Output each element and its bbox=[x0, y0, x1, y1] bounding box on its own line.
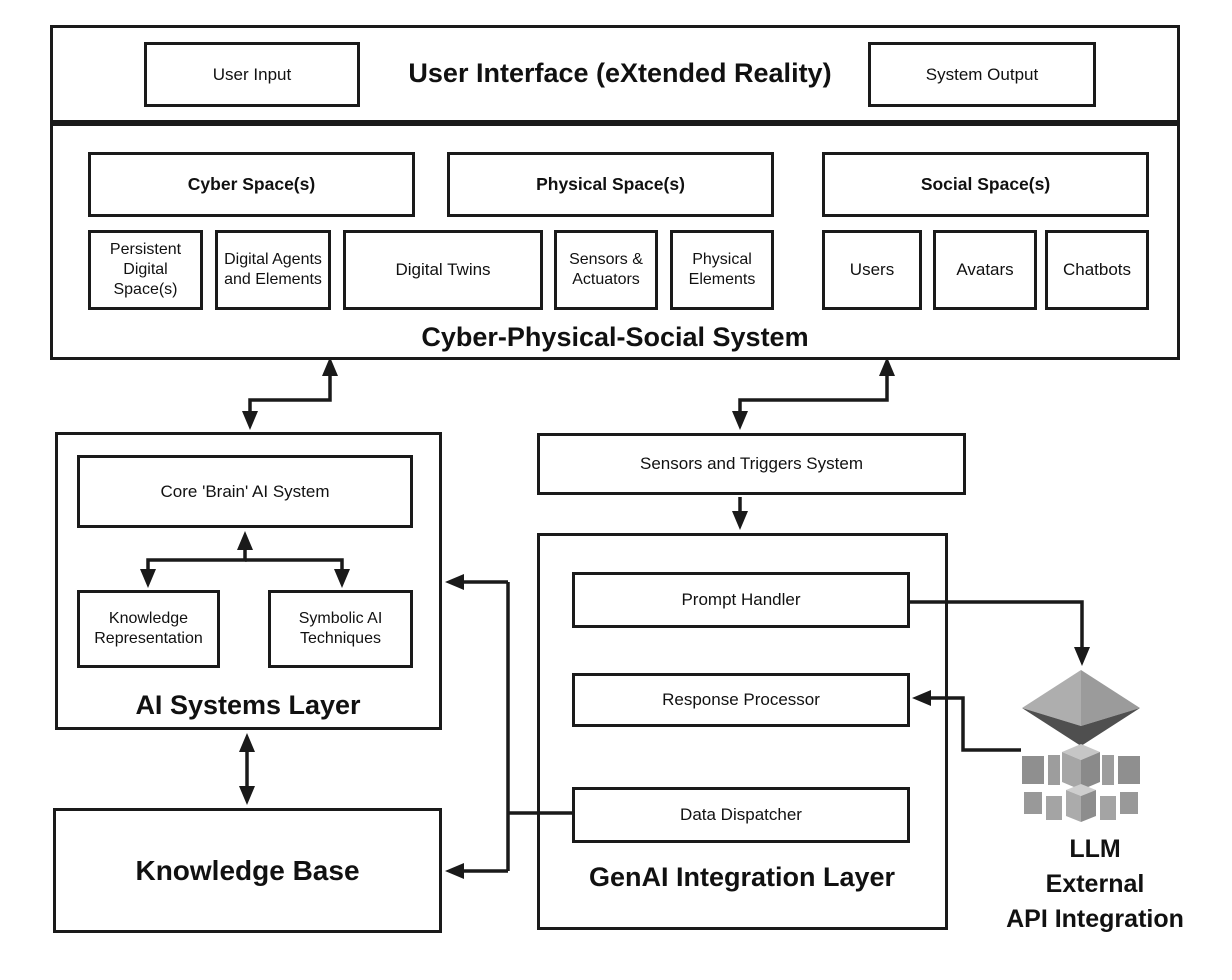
physical-spaces-header: Physical Space(s) bbox=[447, 152, 774, 217]
knowledge-base-box bbox=[53, 808, 442, 933]
ui-title: User Interface (eXtended Reality) bbox=[408, 58, 832, 88]
digital-agents-box: Digital Agents and Elements bbox=[215, 230, 331, 310]
cyber-spaces-header: Cyber Space(s) bbox=[88, 152, 415, 217]
prompt-handler-box: Prompt Handler bbox=[572, 572, 910, 628]
arrow-sensors-genai bbox=[732, 497, 748, 530]
sensors-actuators-box: Sensors & Actuators bbox=[554, 230, 658, 310]
arrow-ai-knowledge-base bbox=[239, 733, 255, 805]
users-box: Users bbox=[822, 230, 922, 310]
llm-label: LLM External API Integration bbox=[975, 832, 1215, 937]
symbolic-ai-box: Symbolic AI Techniques bbox=[268, 590, 413, 668]
chatbots-box: Chatbots bbox=[1045, 230, 1149, 310]
llm-label-line2: External bbox=[1045, 870, 1145, 898]
persistent-digital-space-box: Persistent Digital Space(s) bbox=[88, 230, 203, 310]
genai-layer-label: GenAI Integration Layer bbox=[588, 862, 896, 892]
system-output-box: System Output bbox=[868, 42, 1096, 107]
llm-stack-icon bbox=[1022, 670, 1140, 822]
digital-twins-box: Digital Twins bbox=[343, 230, 543, 310]
arrow-cps-ai-systems bbox=[242, 357, 338, 430]
physical-elements-box: Physical Elements bbox=[670, 230, 774, 310]
response-processor-box: Response Processor bbox=[572, 673, 910, 727]
arrow-cps-sensors-triggers bbox=[732, 357, 895, 430]
sensors-triggers-box: Sensors and Triggers System bbox=[537, 433, 966, 495]
llm-label-line1: LLM bbox=[1069, 835, 1121, 863]
llm-label-line3: API Integration bbox=[1006, 905, 1184, 933]
core-brain-ai-box: Core 'Brain' AI System bbox=[77, 455, 413, 528]
data-dispatcher-box: Data Dispatcher bbox=[572, 787, 910, 843]
ai-systems-layer-label: AI Systems Layer bbox=[135, 690, 361, 720]
knowledge-base-label: Knowledge Base bbox=[135, 855, 360, 886]
avatars-box: Avatars bbox=[933, 230, 1037, 310]
knowledge-representation-box: Knowledge Representation bbox=[77, 590, 220, 668]
user-input-box: User Input bbox=[144, 42, 360, 107]
social-spaces-header: Social Space(s) bbox=[822, 152, 1149, 217]
cps-label: Cyber-Physical-Social System bbox=[421, 322, 809, 352]
